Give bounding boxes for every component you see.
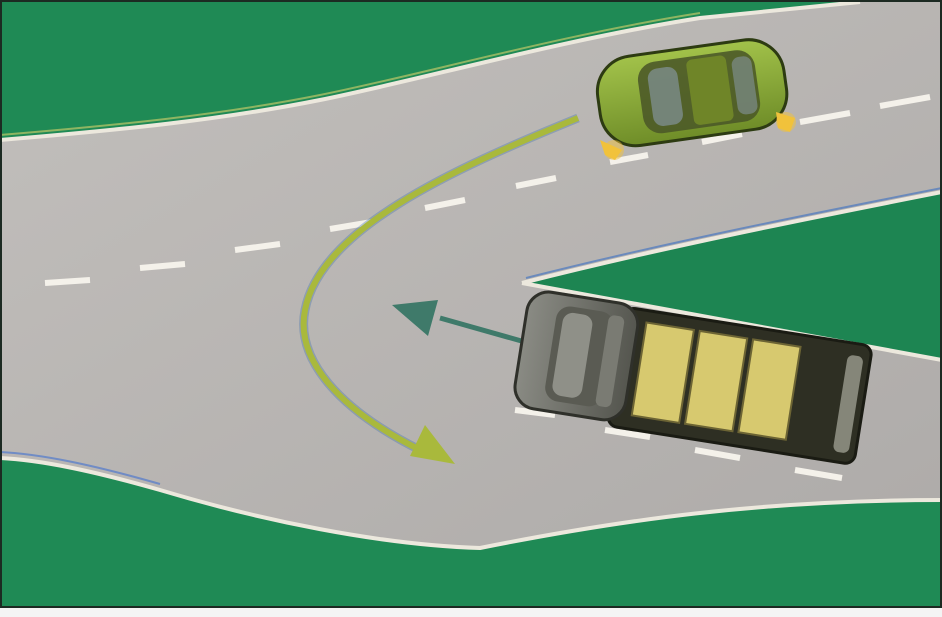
straight-arrow	[392, 300, 526, 345]
bottom-margin	[0, 608, 942, 617]
truck	[513, 290, 873, 465]
straight-arrowhead	[392, 300, 438, 336]
road-edge-wedge-lower	[521, 281, 942, 362]
road-edge-bottom	[0, 456, 942, 551]
turn-arrowhead	[410, 425, 455, 464]
road-edge-top	[0, 0, 861, 142]
curved-turn-arrow	[299, 113, 580, 464]
lane-markings	[44, 94, 931, 481]
road-edge-wedge-upper	[521, 190, 942, 285]
road-edge-bottom-blue	[0, 451, 161, 485]
road-edge-top-blue	[0, 12, 701, 136]
grass-wedge	[522, 192, 942, 358]
road-edge-wedge-upper-blue	[525, 187, 942, 279]
green-car	[595, 38, 789, 148]
indicator-lights	[600, 112, 796, 160]
